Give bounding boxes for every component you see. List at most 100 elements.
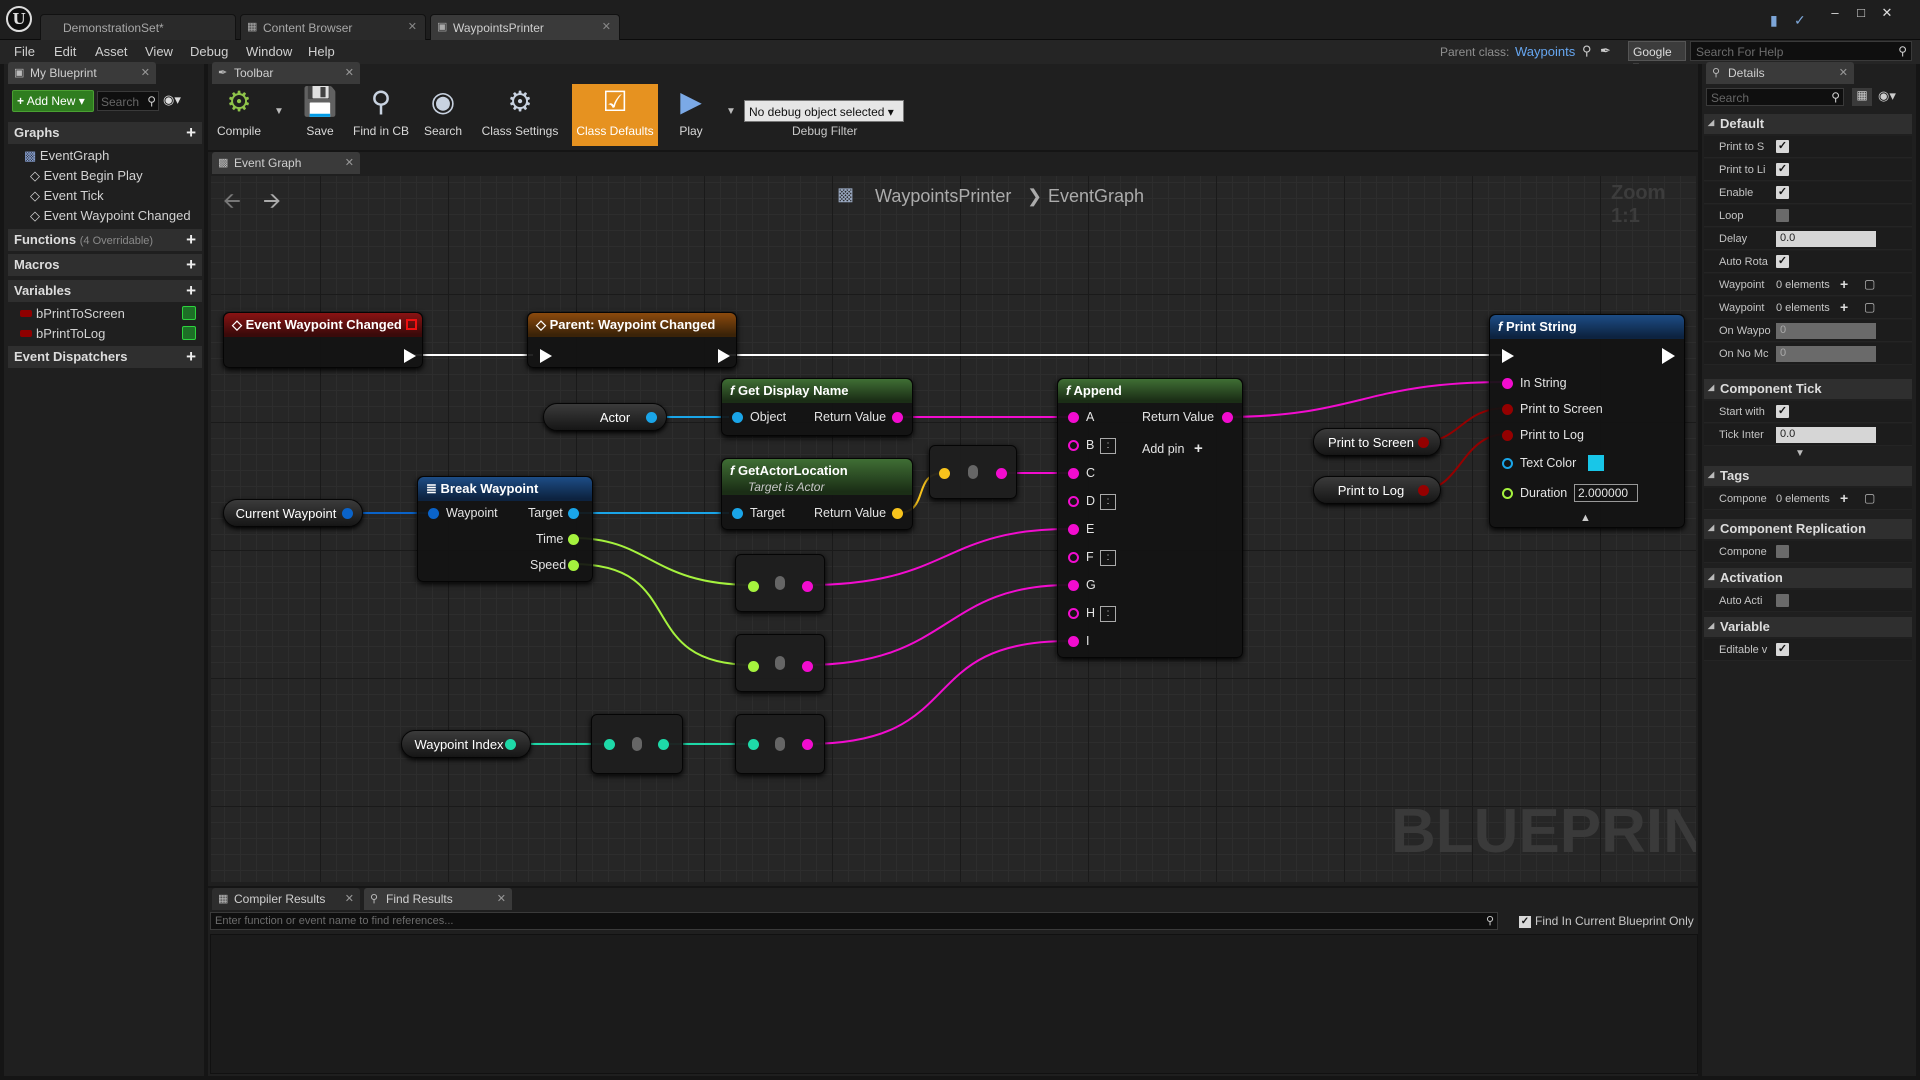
play-options-chevron-down-icon[interactable]: ▼ [726,106,736,117]
chat-icon[interactable]: ▮ [1770,12,1778,28]
exec-in-pin[interactable] [540,349,552,363]
checkbox-checked[interactable]: ✓ [1776,163,1789,176]
category-graphs[interactable]: Graphs + [8,122,202,144]
int-in-pin[interactable] [604,739,615,750]
add-pin-plus-icon[interactable]: + [1194,440,1203,457]
exec-out-pin[interactable] [1662,348,1675,364]
node-print-to-log-var[interactable]: Print to Log [1313,476,1441,504]
graph-item-event-begin-play[interactable]: ◇ Event Begin Play [30,168,143,186]
node-print-string[interactable]: f Print String In String Print to Screen… [1489,314,1685,528]
add-element-plus-icon[interactable]: + [1840,276,1849,292]
add-element-plus-icon[interactable]: + [1840,299,1849,315]
default-value-box[interactable]: : [1100,438,1116,454]
node-actor-var[interactable]: Actor [543,403,667,431]
play-button[interactable]: ▶ Play [664,84,718,146]
string-in-pin-d[interactable] [1068,496,1079,507]
class-defaults-button[interactable]: ☑ Class Defaults [572,84,658,146]
string-out-pin[interactable] [1222,412,1233,423]
default-value-box[interactable]: : [1100,606,1116,622]
delay-input[interactable]: 0.0 [1776,231,1876,247]
search-icon[interactable]: ⚲ [1582,43,1592,58]
forward-arrow-icon[interactable]: 🡪 [263,188,281,213]
back-arrow-icon[interactable]: 🡨 [223,188,241,213]
search-engine-select[interactable]: Google ▾ [1628,41,1686,73]
section-tags[interactable]: Tags [1704,466,1912,486]
blueprint-search-input[interactable]: Search ⚲ [97,91,159,111]
property-matrix-grid-icon[interactable]: ▦ [1852,88,1872,106]
node-current-waypoint-var[interactable]: Current Waypoint [223,499,363,527]
exec-in-pin[interactable] [1502,349,1514,363]
wrench-icon[interactable]: ✒ [1600,43,1611,58]
float-out-pin[interactable] [568,534,579,545]
graph-item-eventgraph[interactable]: ▩ EventGraph [24,148,109,166]
view-options-eye-icon[interactable]: ◉▾ [163,92,181,107]
bool-in-pin[interactable] [1502,404,1513,415]
float-in-pin[interactable] [748,581,759,592]
string-out-pin[interactable] [892,412,903,423]
struct-out-pin[interactable] [342,508,353,519]
node-event-waypoint-changed[interactable]: ◇ Event Waypoint Changed [223,312,423,368]
source-control-icon[interactable]: ✓ [1794,12,1806,28]
tab-waypointsprinter[interactable]: ▣ WaypointsPrinter ✕ [430,14,620,40]
object-in-pin[interactable] [732,412,743,423]
add-element-plus-icon[interactable]: + [1840,490,1849,506]
tab-compiler-results[interactable]: ▦ Compiler Results ✕ [212,888,360,910]
tab-demonstrationset[interactable]: DemonstrationSet* [40,14,236,40]
tab-content-browser[interactable]: ▦ Content Browser ✕ [240,14,426,40]
delegate-pin-icon[interactable] [406,319,417,330]
node-append[interactable]: f Append A Return Value B : Add pin + C … [1057,378,1243,658]
object-out-pin[interactable] [568,508,579,519]
variable-bprinttoscreen[interactable]: bPrintToScreen [20,306,198,324]
close-icon[interactable]: ✕ [407,21,417,33]
float-in-pin[interactable] [748,661,759,672]
section-default[interactable]: Default [1704,114,1912,134]
close-icon[interactable]: ✕ [1838,67,1848,79]
expand-advanced-chevron-down-icon[interactable]: ▼ [1795,448,1805,459]
save-button[interactable]: 💾 Save [296,84,344,146]
node-parent-waypoint-changed[interactable]: ◇ Parent: Waypoint Changed [527,312,737,368]
string-out-pin[interactable] [802,581,813,592]
struct-in-pin[interactable] [428,508,439,519]
category-variables[interactable]: Variables + [8,280,202,302]
tab-details[interactable]: ⚲ Details ✕ [1706,62,1854,84]
vector-in-pin[interactable] [939,468,950,479]
add-graph-plus-icon[interactable]: + [186,123,196,142]
bool-in-pin[interactable] [1502,430,1513,441]
close-icon[interactable]: ✕ [344,67,354,79]
bool-out-pin[interactable] [1418,437,1429,448]
trash-icon[interactable]: ▢ [1864,491,1876,505]
parent-class-link[interactable]: Waypoints [1515,44,1576,59]
node-print-to-screen-var[interactable]: Print to Screen [1313,428,1441,456]
color-in-pin[interactable] [1502,458,1513,469]
default-value-box[interactable]: : [1100,550,1116,566]
object-out-pin[interactable] [646,412,657,423]
node-get-actor-location[interactable]: f GetActorLocation Target is Actor Targe… [721,458,913,530]
node-break-waypoint[interactable]: ≣ Break Waypoint Waypoint Target Time Sp… [417,476,593,582]
close-icon[interactable]: ✕ [601,21,611,33]
section-component-tick[interactable]: Component Tick [1704,379,1912,399]
string-out-pin[interactable] [996,468,1007,479]
menu-edit[interactable]: Edit [54,44,77,59]
maximize-button[interactable]: □ [1857,5,1865,20]
minimize-button[interactable]: – [1831,5,1839,20]
menu-debug[interactable]: Debug [190,44,229,59]
menu-window[interactable]: Window [246,44,293,59]
category-event-dispatchers[interactable]: Event Dispatchers + [8,346,202,368]
trash-icon[interactable]: ▢ [1864,300,1876,314]
duration-input[interactable]: 2.000000 [1574,484,1638,502]
close-window-button[interactable]: ✕ [1881,5,1893,20]
string-in-pin-e[interactable] [1068,524,1079,535]
string-in-pin-b[interactable] [1068,440,1079,451]
int-in-pin[interactable] [748,739,759,750]
tab-my-blueprint[interactable]: ▣ My Blueprint ✕ [8,62,156,84]
object-in-pin[interactable] [732,508,743,519]
string-in-pin-f[interactable] [1068,552,1079,563]
checkbox-checked[interactable]: ✓ [1776,186,1789,199]
node-conv-int-to-string[interactable] [735,714,825,774]
string-in-pin[interactable] [1502,378,1513,389]
node-int-operation[interactable] [591,714,683,774]
add-dispatcher-plus-icon[interactable]: + [186,347,196,366]
vector-out-pin[interactable] [892,508,903,519]
compile-button[interactable]: ⚙ Compile [212,84,266,146]
close-icon[interactable]: ✕ [344,893,354,905]
